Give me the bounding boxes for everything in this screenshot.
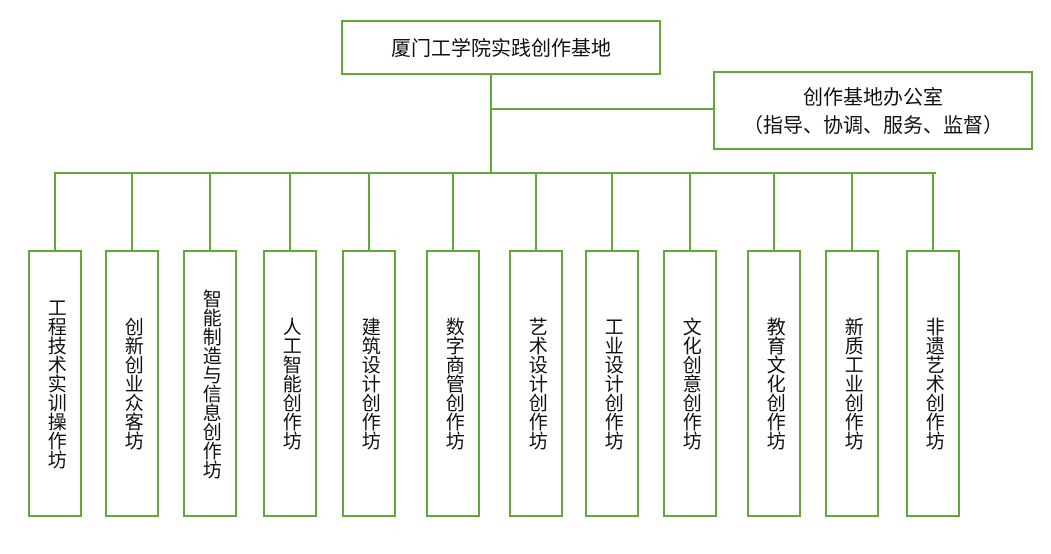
branch-drop-line [209,172,211,250]
department-node: 数字商管创作坊 [426,250,480,517]
office-connector-line [490,108,715,110]
department-node: 工程技术实训操作坊 [28,250,82,517]
department-node: 新质工业创作坊 [825,250,879,517]
branch-drop-line [535,172,537,250]
branch-drop-line [611,172,613,250]
department-label: 智能制造与信息创作坊 [199,288,222,479]
department-node: 人工智能创作坊 [263,250,317,517]
department-node: 工业设计创作坊 [585,250,639,517]
department-label: 教育文化创作坊 [763,317,786,450]
department-label: 工程技术实训操作坊 [44,298,67,469]
office-title: 创作基地办公室 [803,84,943,109]
department-label: 新质工业创作坊 [841,317,864,450]
department-node: 非遗艺术创作坊 [906,250,960,517]
department-node: 教育文化创作坊 [747,250,801,517]
department-label: 非遗艺术创作坊 [922,317,945,450]
root-node: 厦门工学院实践创作基地 [341,20,661,75]
branch-drop-line [368,172,370,250]
branch-drop-line [689,172,691,250]
office-subtitle: （指导、协调、服务、监督） [743,112,1003,137]
department-label: 艺术设计创作坊 [525,317,548,450]
department-label: 建筑设计创作坊 [358,317,381,450]
branch-bar-line [54,172,936,174]
branch-drop-line [289,172,291,250]
department-node: 建筑设计创作坊 [342,250,396,517]
office-node: 创作基地办公室 （指导、协调、服务、监督） [713,71,1033,150]
department-node: 艺术设计创作坊 [509,250,563,517]
branch-drop-line [452,172,454,250]
department-label: 人工智能创作坊 [279,317,302,450]
department-label: 文化创意创作坊 [679,317,702,450]
trunk-line [490,74,492,174]
department-label: 创新创业众客坊 [121,317,144,450]
branch-drop-line [54,172,56,250]
branch-drop-line [932,172,934,250]
department-label: 工业设计创作坊 [601,317,624,450]
branch-drop-line [773,172,775,250]
department-node: 智能制造与信息创作坊 [183,250,237,517]
department-node: 创新创业众客坊 [105,250,159,517]
root-label: 厦门工学院实践创作基地 [391,35,611,60]
department-label: 数字商管创作坊 [442,317,465,450]
branch-drop-line [851,172,853,250]
department-node: 文化创意创作坊 [663,250,717,517]
branch-drop-line [131,172,133,250]
